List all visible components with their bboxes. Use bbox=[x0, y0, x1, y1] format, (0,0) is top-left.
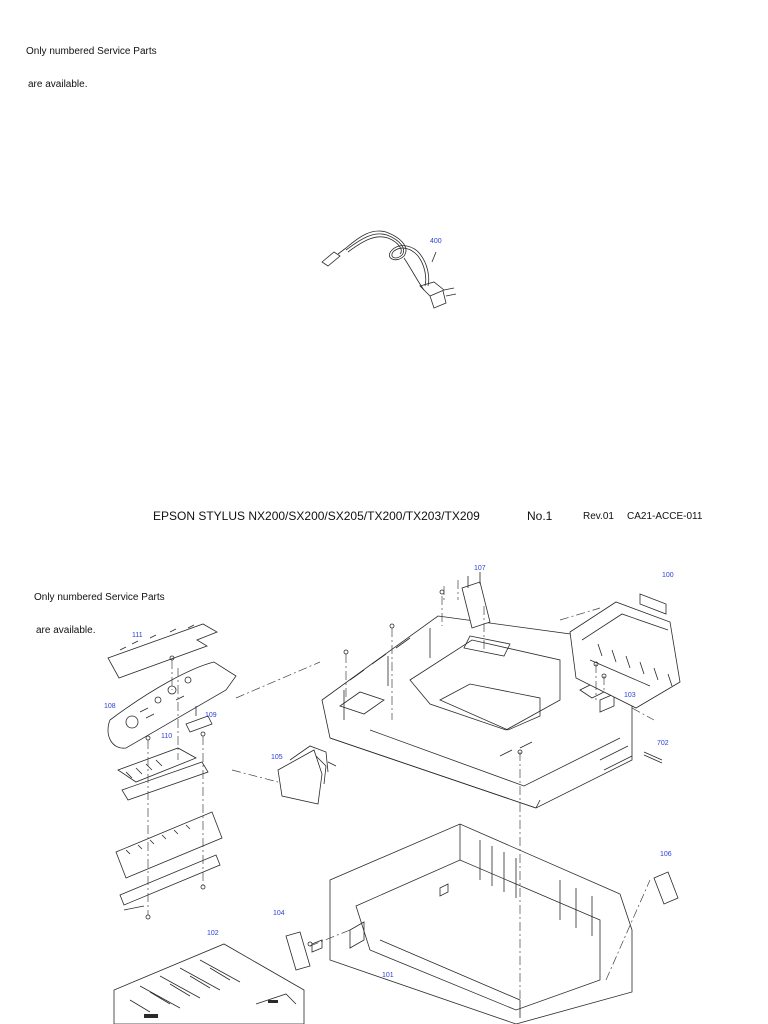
part-label-702: 702 bbox=[657, 740, 669, 747]
part-label-101: 101 bbox=[382, 972, 394, 979]
part-label-111: 111 bbox=[132, 632, 143, 639]
part-label-100: 100 bbox=[662, 572, 674, 579]
paper-support bbox=[569, 593, 681, 709]
printer-lower-case bbox=[329, 823, 633, 1024]
note-line-2: are available. bbox=[28, 79, 88, 90]
footer-title-block: EPSON STYLUS NX200/SX200/SX205/TX200/TX2… bbox=[0, 509, 768, 525]
part-label-108: 108 bbox=[104, 703, 116, 710]
misc-parts bbox=[113, 572, 679, 1024]
keypad-assembly bbox=[107, 623, 237, 915]
screws-and-dashed-guides bbox=[145, 580, 655, 1000]
power-cord-illustration bbox=[321, 230, 457, 309]
part-label-107: 107 bbox=[474, 565, 486, 572]
part-label-106: 106 bbox=[660, 851, 672, 858]
part-label-400: 400 bbox=[430, 238, 442, 245]
part-label-102: 102 bbox=[207, 930, 219, 937]
part-label-105: 105 bbox=[271, 754, 283, 761]
note-line-1: Only numbered Service Parts bbox=[26, 46, 157, 57]
service-parts-note-top: Only numbered Service Parts are availabl… bbox=[26, 24, 157, 101]
part-label-104: 104 bbox=[273, 910, 285, 917]
model-name: EPSON STYLUS NX200/SX200/SX205/TX200/TX2… bbox=[153, 509, 480, 523]
sheet-number: No.1 bbox=[527, 509, 553, 523]
scanner-housing bbox=[321, 615, 633, 809]
service-parts-note-bottom: Only numbered Service Parts are availabl… bbox=[34, 570, 165, 647]
note-line-2: are available. bbox=[36, 625, 96, 636]
document-code: CA21-ACCE-011 bbox=[627, 511, 703, 522]
note-line-1: Only numbered Service Parts bbox=[34, 592, 165, 603]
part-label-109: 109 bbox=[205, 712, 217, 719]
revision: Rev.01 bbox=[583, 511, 614, 522]
part-label-103: 103 bbox=[624, 692, 636, 699]
part-label-110: 110 bbox=[161, 733, 173, 740]
